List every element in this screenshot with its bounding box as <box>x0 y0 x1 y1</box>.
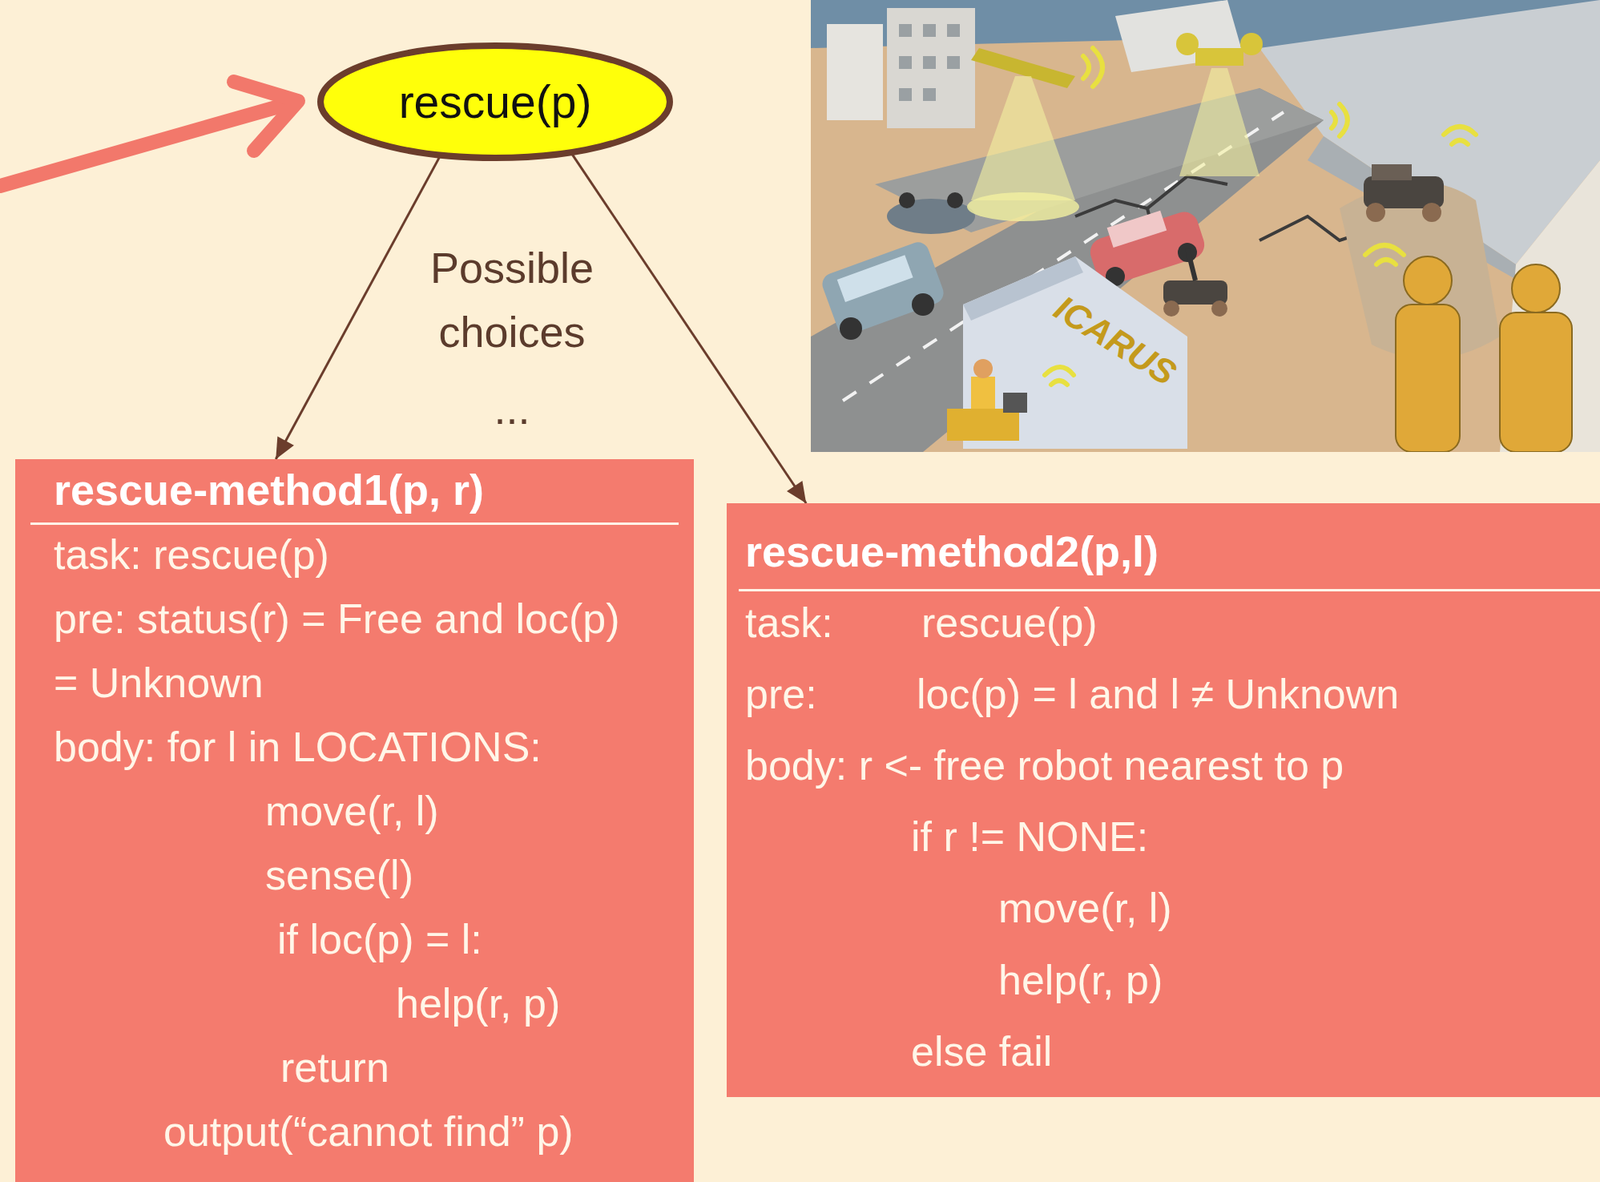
illustration-g <box>1163 248 1228 317</box>
illustration-circle <box>1511 264 1560 313</box>
method-line: pre: <box>745 661 818 726</box>
illustration-rect <box>1371 164 1412 181</box>
ellipsis: ... <box>471 376 553 441</box>
illustration-g <box>886 192 976 234</box>
illustration-polygon <box>971 76 1076 201</box>
illustration-circle <box>1422 202 1442 222</box>
illustration-circle <box>1366 202 1386 222</box>
method-line: body: r <- free robot nearest to p <box>745 733 1344 798</box>
illustration-circle <box>911 293 935 316</box>
method-line: help(r, p) <box>998 947 1163 1012</box>
illustration-path <box>1451 140 1468 145</box>
illustration-circle <box>1211 300 1228 317</box>
method-line: sense(l) <box>265 842 414 907</box>
illustration-g <box>898 24 960 101</box>
illustration-g <box>1086 208 1209 289</box>
method-line: rescue(p) <box>921 590 1098 655</box>
illustration-rect <box>922 56 936 69</box>
illustration-g <box>1395 256 1572 452</box>
illustration-rect <box>947 56 960 69</box>
illustration-rect <box>922 88 936 101</box>
illustration-circle <box>947 192 964 209</box>
illustration-path <box>1083 56 1089 79</box>
illustration-polygon <box>1499 160 1600 452</box>
illustration-circle <box>1240 32 1263 56</box>
illustration-circle <box>839 317 863 340</box>
choice-arrow <box>275 156 440 460</box>
illustration-line <box>1187 248 1196 281</box>
illustration-circle <box>1176 32 1199 56</box>
illustration-circle <box>1403 256 1452 305</box>
illustration-ellipse <box>967 192 1080 222</box>
method-line: pre: status(r) = Free and loc(p) = Unkno… <box>53 586 631 715</box>
illustration-rect <box>826 24 883 121</box>
illustration-circle <box>1163 300 1180 317</box>
illustration-rect <box>819 238 948 338</box>
illustration-g <box>819 238 948 340</box>
method-line: task: rescue(p) <box>53 522 330 587</box>
method-heading: rescue-method2(p,l) <box>745 523 1159 580</box>
illustration-rect <box>837 254 914 303</box>
method-line: if loc(p) = l: <box>277 906 483 972</box>
illustration-g <box>947 358 1028 441</box>
illustration-rect <box>1395 304 1460 452</box>
illustration-rect <box>947 408 1020 441</box>
method-line: move(r, l) <box>265 778 440 843</box>
choice-arrow <box>572 153 807 504</box>
illustration-circle <box>973 358 993 379</box>
method-box: rescue-method1(p, r)task: rescue(p)pre: … <box>15 459 694 1182</box>
illustration-rect <box>947 24 960 37</box>
illustration-rect <box>1086 208 1209 289</box>
illustration-rect <box>971 376 996 409</box>
method-line: if r != NONE: <box>910 804 1149 869</box>
illustration-rect <box>810 0 1600 452</box>
choice-note: Possible choices <box>391 235 633 364</box>
illustration-path <box>1365 245 1404 255</box>
illustration-path <box>1051 380 1068 385</box>
illustration-path <box>1376 259 1396 265</box>
illustration-path <box>1044 366 1074 375</box>
method-box: rescue-method2(p,l) task: rescue(p) pre: loc… <box>726 503 1600 1097</box>
method-line: task: <box>745 590 834 655</box>
illustration-g <box>1363 164 1444 222</box>
illustration-rect <box>1107 210 1168 248</box>
illustration-path <box>0 103 291 186</box>
illustration-rect <box>1195 48 1244 66</box>
task-ellipse: rescue(p) <box>316 41 674 162</box>
illustration-path <box>1339 104 1348 137</box>
illustration-path <box>233 81 299 151</box>
illustration-circle <box>898 192 915 209</box>
illustration-rect <box>898 56 912 69</box>
method-line: body: for l in LOCATIONS: <box>53 714 542 779</box>
illustration-rect <box>886 8 976 129</box>
illustration-polygon <box>1179 68 1260 177</box>
method-line: loc(p) = l and l ≠ Unknown <box>916 661 1399 726</box>
task-name: rescue(p) <box>316 69 674 134</box>
illustration-path <box>1092 48 1103 87</box>
illustration-rect <box>898 88 912 101</box>
method-line: output(“cannot find” p) <box>163 1099 574 1164</box>
illustration-g <box>1075 176 1388 257</box>
disaster-illustration <box>810 0 1600 452</box>
heading-rule <box>738 588 1600 592</box>
heading-rule <box>30 522 679 525</box>
method-line: move(r, l) <box>998 875 1173 940</box>
illustration-polyline <box>1075 176 1228 217</box>
illustration-g <box>0 81 299 186</box>
illustration-path <box>1331 112 1336 129</box>
illustration-rect <box>922 24 936 37</box>
method-heading: rescue-method1(p, r) <box>53 461 484 518</box>
method-line: return <box>280 1035 390 1100</box>
illustration-g <box>1176 32 1263 66</box>
illustration-rect <box>1499 312 1572 452</box>
illustration-rect <box>898 24 912 37</box>
method-line: help(r, p) <box>395 971 561 1036</box>
method-line: else fail <box>910 1019 1052 1084</box>
tent-logo: ICARUS <box>1036 281 1194 400</box>
illustration-polygon <box>1115 0 1244 73</box>
illustration-path <box>1443 126 1476 135</box>
illustration-rect <box>1003 392 1028 413</box>
